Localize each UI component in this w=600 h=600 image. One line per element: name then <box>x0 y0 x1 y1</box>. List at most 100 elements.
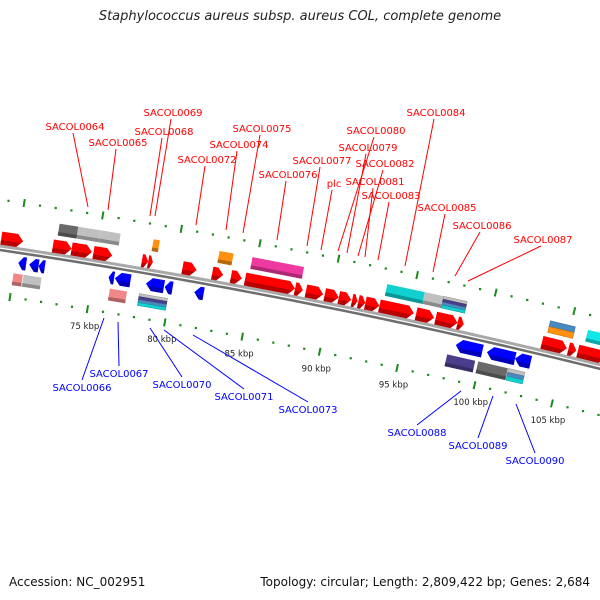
minor-tick <box>86 211 89 215</box>
minor-tick <box>179 324 182 327</box>
forward-gene <box>337 291 352 306</box>
gene-arrow-shade <box>457 347 482 358</box>
feature <box>21 274 42 290</box>
major-tick <box>163 318 167 327</box>
minor-tick <box>164 225 167 228</box>
minor-tick <box>535 398 538 401</box>
gene-label: SACOL0069 <box>143 108 202 119</box>
gene-arrow-shade <box>165 288 173 295</box>
feature <box>547 320 576 339</box>
feature-box-shade <box>422 300 442 308</box>
major-tick <box>240 332 244 341</box>
gene-label: SACOL0077 <box>292 156 351 167</box>
leader-line <box>467 245 542 282</box>
feature-box-shade <box>21 283 41 290</box>
gene-arrow-shade <box>51 247 70 255</box>
minor-tick <box>411 370 414 373</box>
major-tick <box>572 306 577 316</box>
ruler-label: 100 kbp <box>453 398 488 408</box>
minor-tick <box>566 406 569 409</box>
leader-line <box>242 134 261 234</box>
leader-line <box>192 334 309 403</box>
gene-arrow-shade <box>30 266 39 273</box>
minor-tick <box>256 338 259 341</box>
feature <box>107 288 128 304</box>
ruler-label: 105 kbp <box>531 416 566 426</box>
minor-tick <box>194 326 197 330</box>
gene-arrow-shade <box>0 240 22 247</box>
forward-gene <box>51 239 72 255</box>
major-tick <box>336 254 341 263</box>
minor-tick <box>101 310 105 313</box>
feature <box>57 223 79 239</box>
feature-box-shade <box>57 232 78 239</box>
reverse-gene <box>164 281 174 295</box>
minor-tick <box>70 209 73 212</box>
minor-tick <box>133 219 136 222</box>
forward-gene <box>323 288 339 303</box>
reverse-gene <box>29 258 40 273</box>
feature-box-shade <box>384 292 424 304</box>
major-tick <box>472 381 477 390</box>
leader-line <box>225 150 238 231</box>
minor-tick <box>54 206 57 210</box>
gene-label: SACOL0087 <box>513 235 572 246</box>
major-tick <box>22 198 26 208</box>
feature <box>585 329 600 348</box>
feature-box-shade <box>11 281 22 287</box>
minor-tick <box>321 254 325 257</box>
backbone <box>0 244 600 367</box>
gene-arrow-shade <box>243 280 293 294</box>
minor-tick <box>38 204 42 207</box>
minor-tick <box>384 267 387 270</box>
gene-label: SACOL0079 <box>338 143 397 154</box>
leader-line <box>337 136 375 252</box>
minor-tick <box>117 217 120 220</box>
forward-gene <box>229 270 242 284</box>
leader-line <box>515 403 536 454</box>
minor-tick <box>148 318 151 321</box>
major-tick <box>415 270 419 280</box>
gene-arrow-shade <box>488 354 515 365</box>
leader-line <box>117 321 120 367</box>
forward-gene <box>576 344 600 363</box>
feature <box>76 226 101 243</box>
feature <box>137 293 168 311</box>
major-tick <box>179 224 184 233</box>
forward-gene <box>0 231 24 247</box>
gene-label: SACOL0081 <box>345 177 404 188</box>
minor-tick <box>557 306 560 309</box>
gene-label: SACOL0075 <box>232 124 291 135</box>
gene-label: SACOL0076 <box>258 170 317 181</box>
minor-tick <box>272 341 275 344</box>
minor-tick <box>463 284 466 287</box>
major-tick <box>493 288 498 297</box>
feature-box-shade <box>107 296 126 304</box>
gene-label: SACOL0089 <box>448 441 507 452</box>
major-tick <box>85 305 90 314</box>
minor-tick <box>24 298 27 301</box>
gene-label: SACOL0071 <box>214 392 273 403</box>
gene-arrow-shade <box>181 269 195 276</box>
ruler-label: 75 kbp <box>70 322 99 332</box>
minor-tick <box>274 245 277 248</box>
feature-stripe <box>440 304 466 314</box>
gene-arrow-shade <box>211 274 222 281</box>
gene-label: SACOL0090 <box>505 456 564 467</box>
gene-label: SACOL0064 <box>45 122 104 133</box>
gene-arrow-shade <box>19 265 26 271</box>
leader-line <box>163 329 245 390</box>
leader-line <box>364 187 374 258</box>
feature <box>250 257 305 279</box>
gene-label: SACOL0086 <box>452 221 511 232</box>
gene-arrow-shade <box>70 250 90 258</box>
minor-tick <box>442 377 445 380</box>
feature <box>217 250 234 266</box>
gene-arrow-shade <box>378 307 412 319</box>
forward-gene <box>92 246 113 261</box>
feature-stripe <box>137 302 167 311</box>
minor-tick <box>353 260 356 264</box>
leader-line <box>404 118 435 267</box>
minor-tick <box>510 295 513 298</box>
forward-gene <box>70 242 92 258</box>
